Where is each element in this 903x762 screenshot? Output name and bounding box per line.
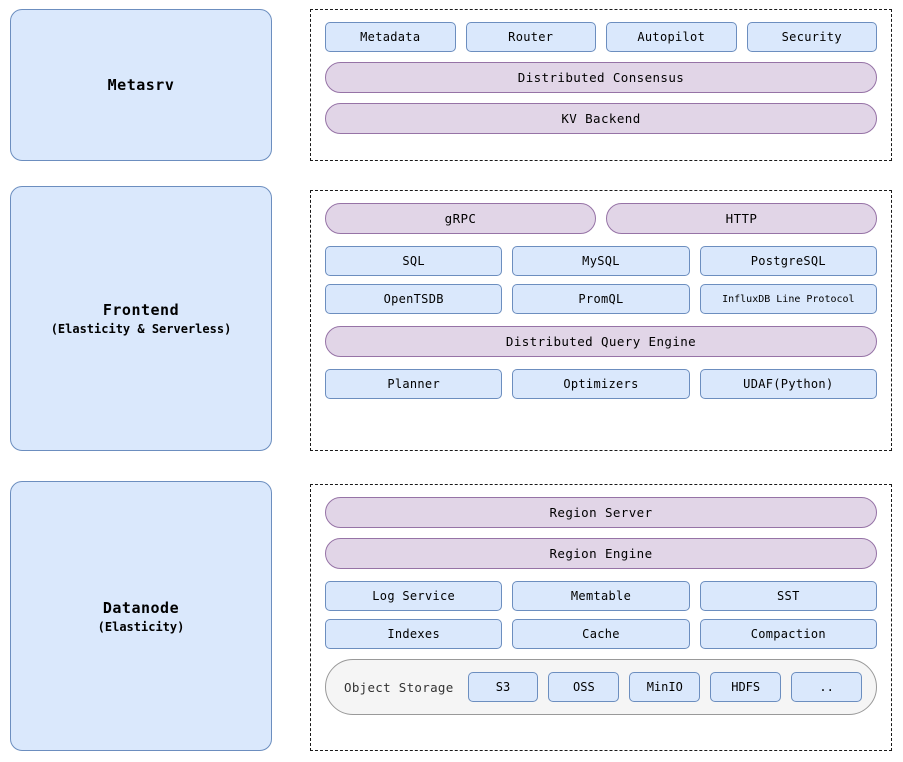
datanode-components-row-1: Log Service Memtable SST	[325, 581, 877, 611]
frontend-protocol-row: gRPC HTTP	[325, 203, 877, 234]
object-storage-strip: Object Storage S3 OSS MinIO HDFS ..	[325, 659, 877, 715]
chip-optimizers[interactable]: Optimizers	[512, 369, 690, 399]
role-subtitle-datanode: (Elasticity)	[97, 619, 185, 634]
chip-security[interactable]: Security	[746, 22, 877, 52]
chip-opentsdb[interactable]: OpenTSDB	[325, 284, 503, 314]
chip-oss[interactable]: OSS	[548, 672, 620, 702]
bar-region-engine[interactable]: Region Engine	[325, 538, 877, 569]
frontend-engine-components-row: Planner Optimizers UDAF(Python)	[325, 369, 877, 399]
role-title-metasrv: Metasrv	[107, 76, 175, 94]
group-metasrv: Metadata Router Autopilot Security Distr…	[310, 9, 892, 161]
bar-distributed-query-engine[interactable]: Distributed Query Engine	[325, 326, 877, 357]
role-title-frontend: Frontend	[102, 301, 180, 319]
role-subtitle-frontend: (Elasticity & Serverless)	[50, 322, 232, 336]
bar-distributed-consensus[interactable]: Distributed Consensus	[325, 62, 877, 93]
role-box-datanode: Datanode (Elasticity)	[10, 481, 272, 751]
datanode-region-engine-row: Region Engine	[325, 538, 877, 569]
chip-influxdb-line-protocol[interactable]: InfluxDB Line Protocol	[699, 284, 877, 314]
role-title-datanode: Datanode	[102, 598, 180, 617]
group-datanode: Region Server Region Engine Log Service …	[310, 484, 892, 751]
datanode-components-row-2: Indexes Cache Compaction	[325, 619, 877, 649]
role-box-frontend: Frontend (Elasticity & Serverless)	[10, 186, 272, 451]
frontend-query-engine-row: Distributed Query Engine	[325, 326, 877, 357]
chip-indexes[interactable]: Indexes	[325, 619, 503, 649]
frontend-interfaces-row-2: OpenTSDB PromQL InfluxDB Line Protocol	[325, 284, 877, 314]
chip-s3[interactable]: S3	[467, 672, 539, 702]
chip-sql[interactable]: SQL	[325, 246, 503, 276]
group-frontend: gRPC HTTP SQL MySQL PostgreSQL OpenTSDB …	[310, 190, 892, 451]
chip-memtable[interactable]: Memtable	[512, 581, 690, 611]
bar-kv-backend[interactable]: KV Backend	[325, 103, 877, 134]
bar-region-server[interactable]: Region Server	[325, 497, 877, 528]
role-box-metasrv: Metasrv	[10, 9, 272, 161]
chip-more[interactable]: ..	[791, 672, 863, 702]
object-storage-label: Object Storage	[344, 679, 454, 695]
chip-sst[interactable]: SST	[699, 581, 877, 611]
chip-compaction[interactable]: Compaction	[699, 619, 877, 649]
chip-log-service[interactable]: Log Service	[325, 581, 503, 611]
bar-grpc[interactable]: gRPC	[325, 203, 596, 234]
chip-autopilot[interactable]: Autopilot	[606, 22, 737, 52]
chip-minio[interactable]: MinIO	[629, 672, 701, 702]
chip-cache[interactable]: Cache	[512, 619, 690, 649]
chip-planner[interactable]: Planner	[325, 369, 503, 399]
chip-router[interactable]: Router	[465, 22, 596, 52]
chip-udaf-python[interactable]: UDAF(Python)	[699, 369, 877, 399]
datanode-region-server-row: Region Server	[325, 497, 877, 528]
metasrv-services-row: Metadata Router Autopilot Security	[325, 22, 877, 52]
frontend-interfaces-row-1: SQL MySQL PostgreSQL	[325, 246, 877, 276]
bar-http[interactable]: HTTP	[606, 203, 877, 234]
metasrv-kv-row: KV Backend	[325, 103, 877, 134]
chip-promql[interactable]: PromQL	[512, 284, 690, 314]
chip-postgresql[interactable]: PostgreSQL	[699, 246, 877, 276]
chip-mysql[interactable]: MySQL	[512, 246, 690, 276]
metasrv-consensus-row: Distributed Consensus	[325, 62, 877, 93]
chip-hdfs[interactable]: HDFS	[710, 672, 782, 702]
chip-metadata[interactable]: Metadata	[325, 22, 456, 52]
